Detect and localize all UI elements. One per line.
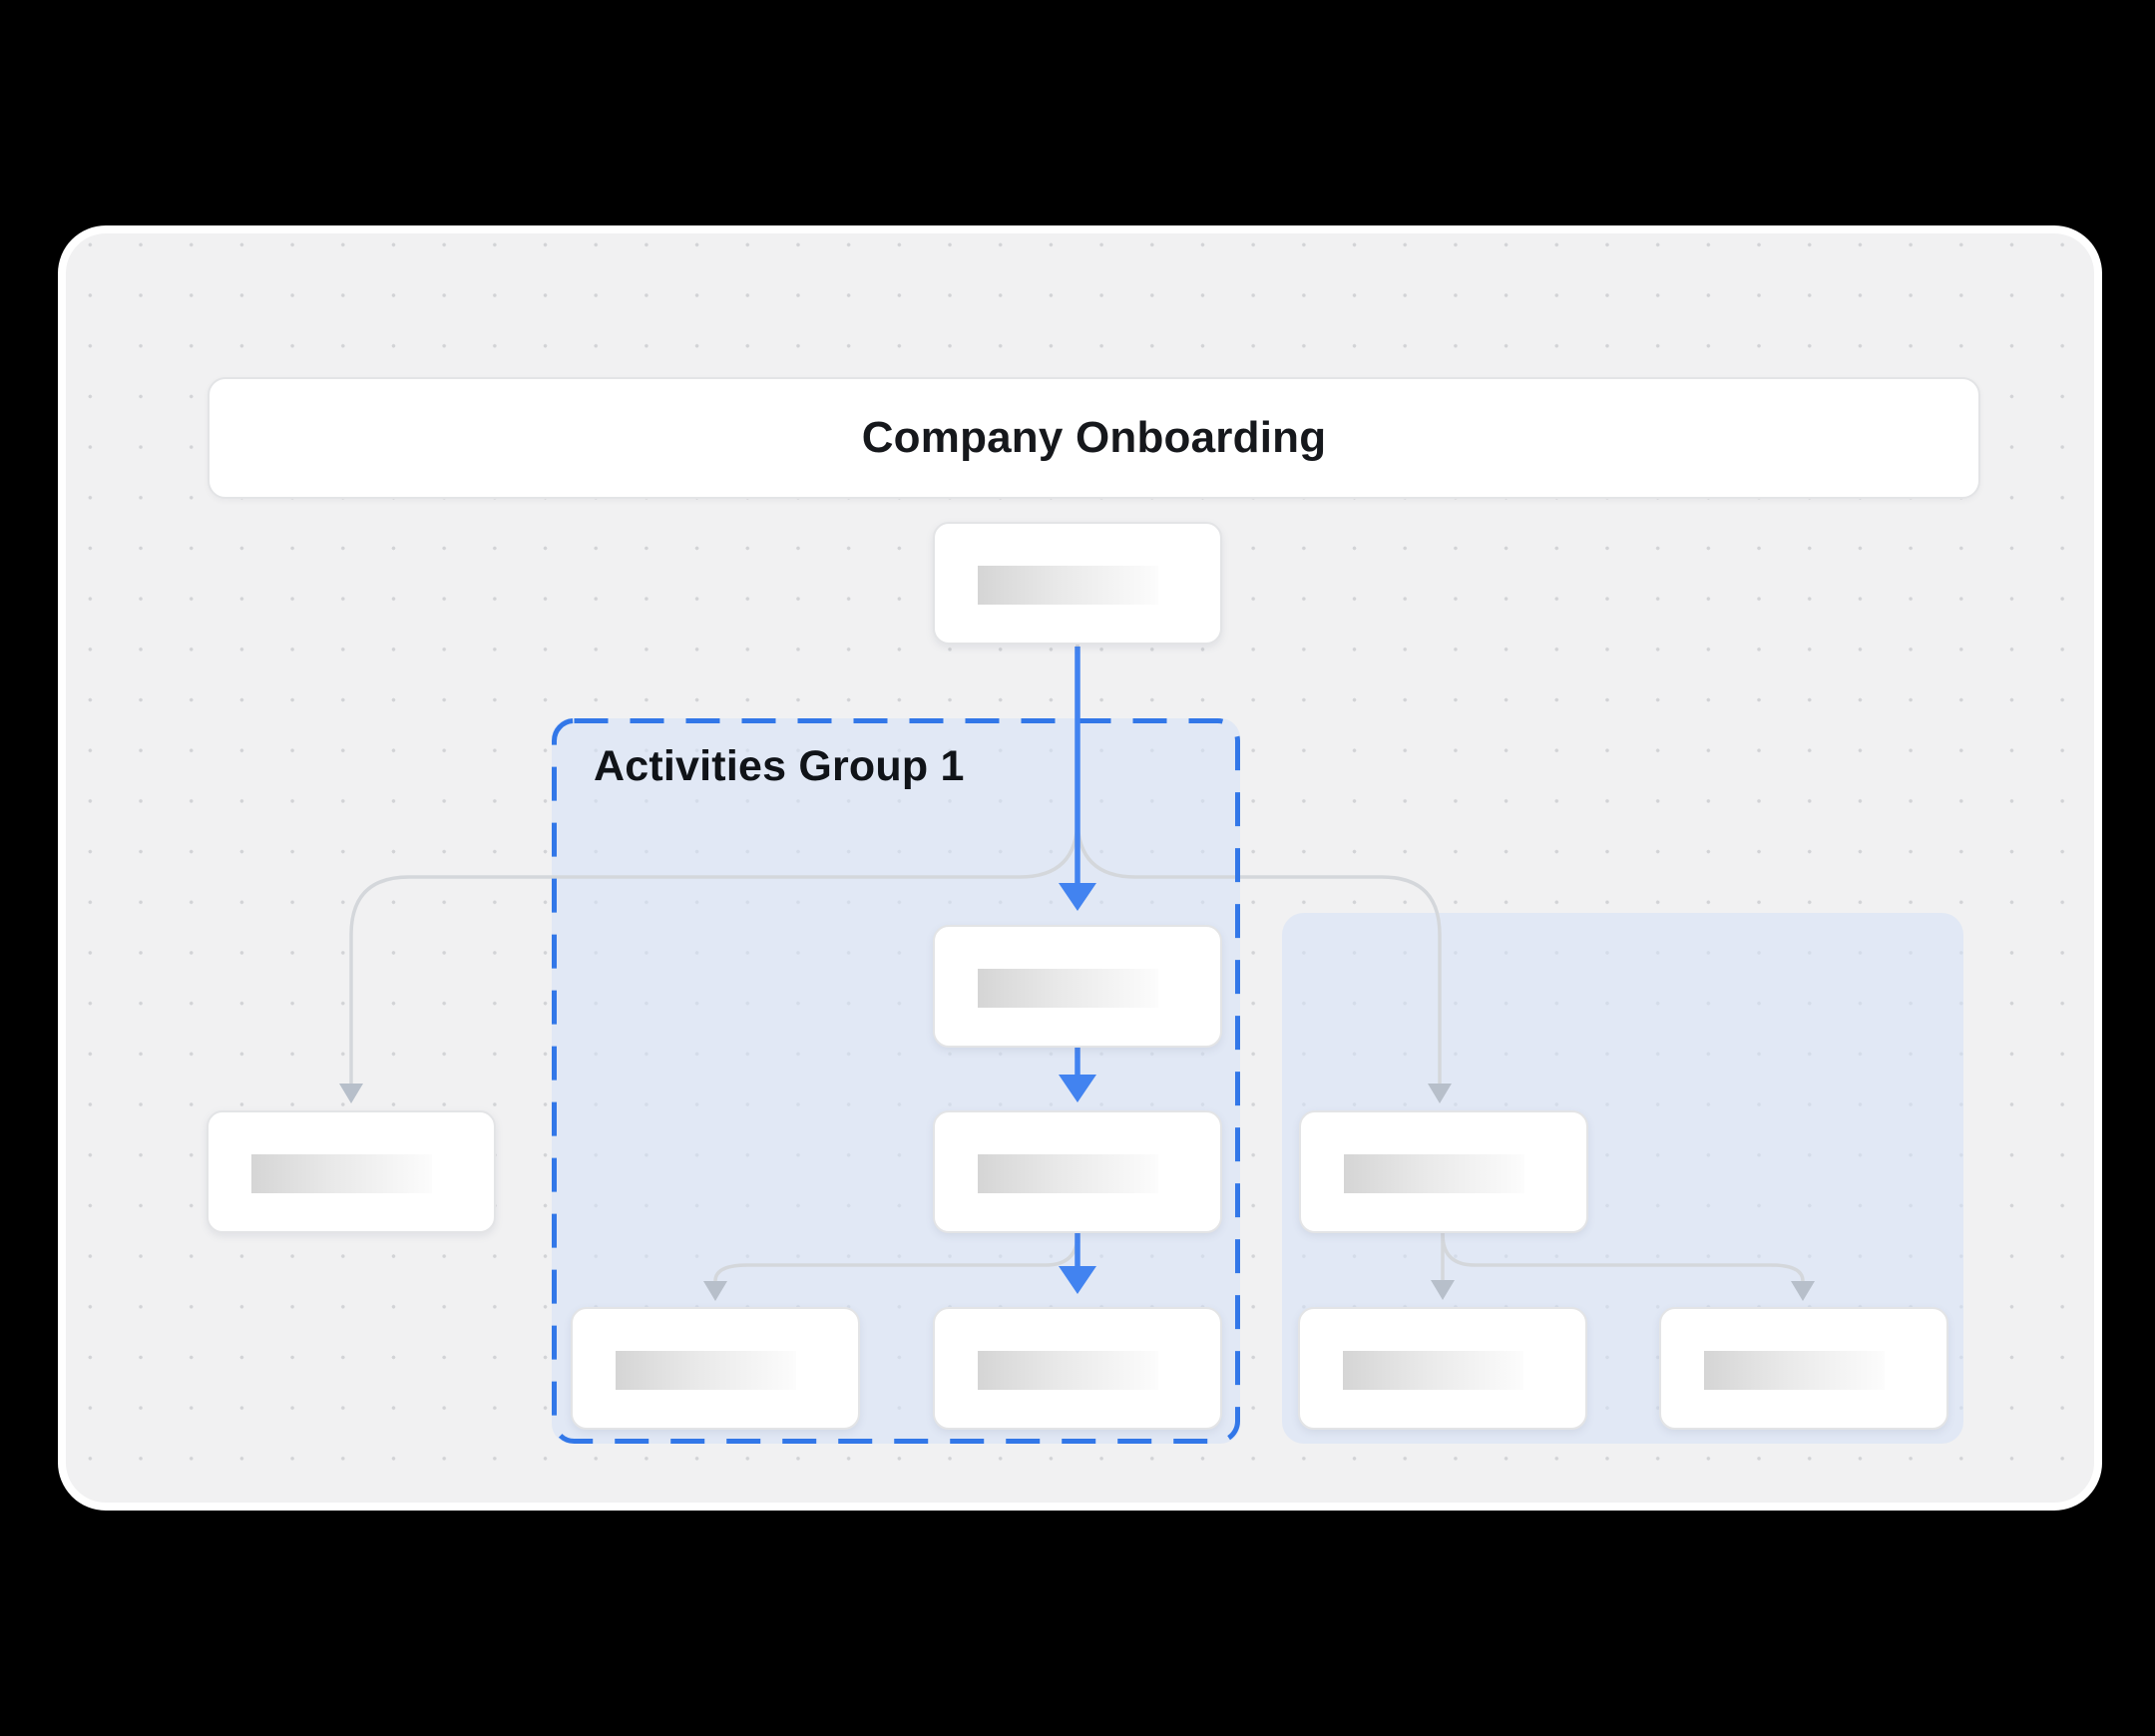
workflow-title-bar[interactable]: Company Onboarding [208,377,1980,499]
node-placeholder-text [978,1154,1158,1193]
activities-group-1-label: Activities Group 1 [594,742,965,790]
node-placeholder-text [978,969,1158,1008]
node-placeholder-text [1343,1351,1523,1390]
node-placeholder-text [1344,1154,1524,1193]
node-activity-3[interactable] [933,1307,1222,1430]
node-activity-2[interactable] [933,1110,1222,1233]
node-group2-3[interactable] [1659,1307,1948,1430]
node-placeholder-text [978,566,1158,605]
node-placeholder-text [251,1154,432,1193]
node-left-branch[interactable] [207,1110,496,1233]
node-activity-1[interactable] [933,925,1222,1048]
node-placeholder-text [1704,1351,1885,1390]
node-root[interactable] [933,522,1222,645]
node-placeholder-text [616,1351,796,1390]
node-group2-2[interactable] [1298,1307,1587,1430]
workflow-title: Company Onboarding [861,413,1327,462]
node-placeholder-text [978,1351,1158,1390]
node-activity-4[interactable] [571,1307,860,1430]
node-group2-1[interactable] [1299,1110,1588,1233]
